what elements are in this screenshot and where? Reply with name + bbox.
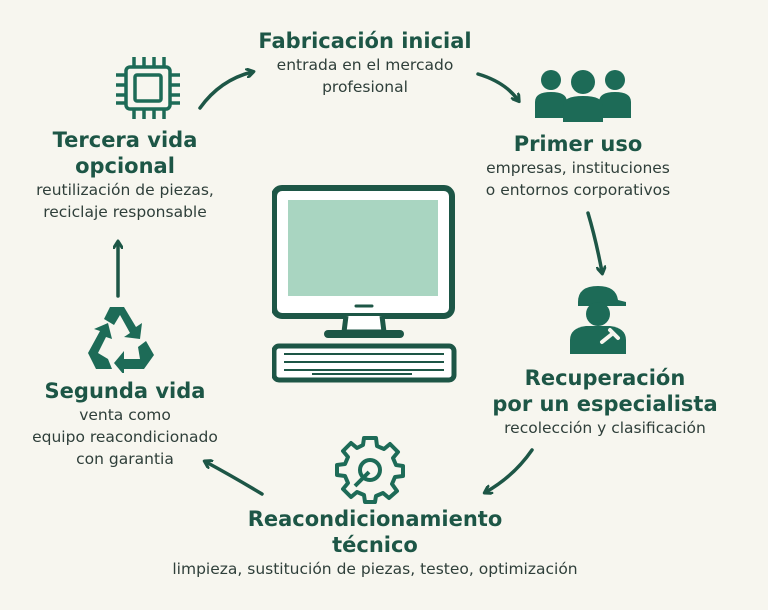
gear-wrench-icon <box>335 434 405 504</box>
stage-desc-line: equipo reacondicionado <box>20 426 230 448</box>
stage-title-line: técnico <box>150 532 600 558</box>
arrow-recuperacion-to-reacond <box>486 450 532 492</box>
stage-title-line: por un especialista <box>460 391 750 417</box>
stage-desc-line: entrada en el mercado <box>230 54 500 76</box>
stage-desc-line: reutilización de piezas, <box>20 179 230 201</box>
desktop-computer-icon <box>272 184 472 384</box>
stage-title: Fabricación inicial <box>230 28 500 54</box>
stage-desc-line: recolección y clasificación <box>460 417 750 439</box>
stage-title-line: Recuperación <box>460 365 750 391</box>
stage-segunda-vida: Segunda vida venta como equipo reacondic… <box>20 378 230 470</box>
stage-desc-line: empresas, instituciones <box>458 157 698 179</box>
people-group-icon <box>533 66 633 122</box>
stage-desc-line: limpieza, sustitución de piezas, testeo,… <box>150 558 600 580</box>
stage-title-line: opcional <box>20 153 230 179</box>
stage-tercera-vida: Tercera vida opcional reutilización de p… <box>20 127 230 223</box>
stage-desc-line: reciclaje responsable <box>20 201 230 223</box>
recycle-icon <box>84 303 160 373</box>
stage-desc-line: con garantia <box>20 448 230 470</box>
arrow-primer-to-recuperacion <box>588 213 602 272</box>
stage-title: Segunda vida <box>20 378 230 404</box>
stage-reacondicionamiento: Reacondicionamiento técnico limpieza, su… <box>150 506 600 580</box>
stage-desc-line: o entornos corporativos <box>458 179 698 201</box>
technician-icon <box>564 282 634 354</box>
stage-title-line: Tercera vida <box>20 127 230 153</box>
stage-title-line: Reacondicionamiento <box>150 506 600 532</box>
stage-desc-line: profesional <box>230 76 500 98</box>
stage-recuperacion: Recuperación por un especialista recolec… <box>460 365 750 439</box>
microchip-icon <box>114 55 182 121</box>
stage-desc-line: venta como <box>20 404 230 426</box>
stage-title: Primer uso <box>458 131 698 157</box>
stage-primer-uso: Primer uso empresas, instituciones o ent… <box>458 131 698 201</box>
stage-fabricacion: Fabricación inicial entrada en el mercad… <box>230 28 500 98</box>
